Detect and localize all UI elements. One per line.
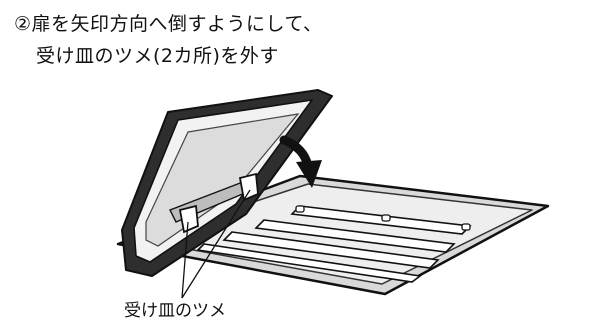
callout-leader-lines bbox=[181, 189, 251, 299]
tray-claws bbox=[178, 172, 259, 234]
tray-claw-label: 受け皿のツメ bbox=[124, 301, 226, 321]
instruction-line-1: ②扉を矢印方向へ倒すようにして、 bbox=[14, 13, 323, 35]
instruction-line-2: 受け皿のツメ(2カ所)を外す bbox=[36, 45, 279, 67]
direction-arrow-icon bbox=[279, 135, 322, 188]
